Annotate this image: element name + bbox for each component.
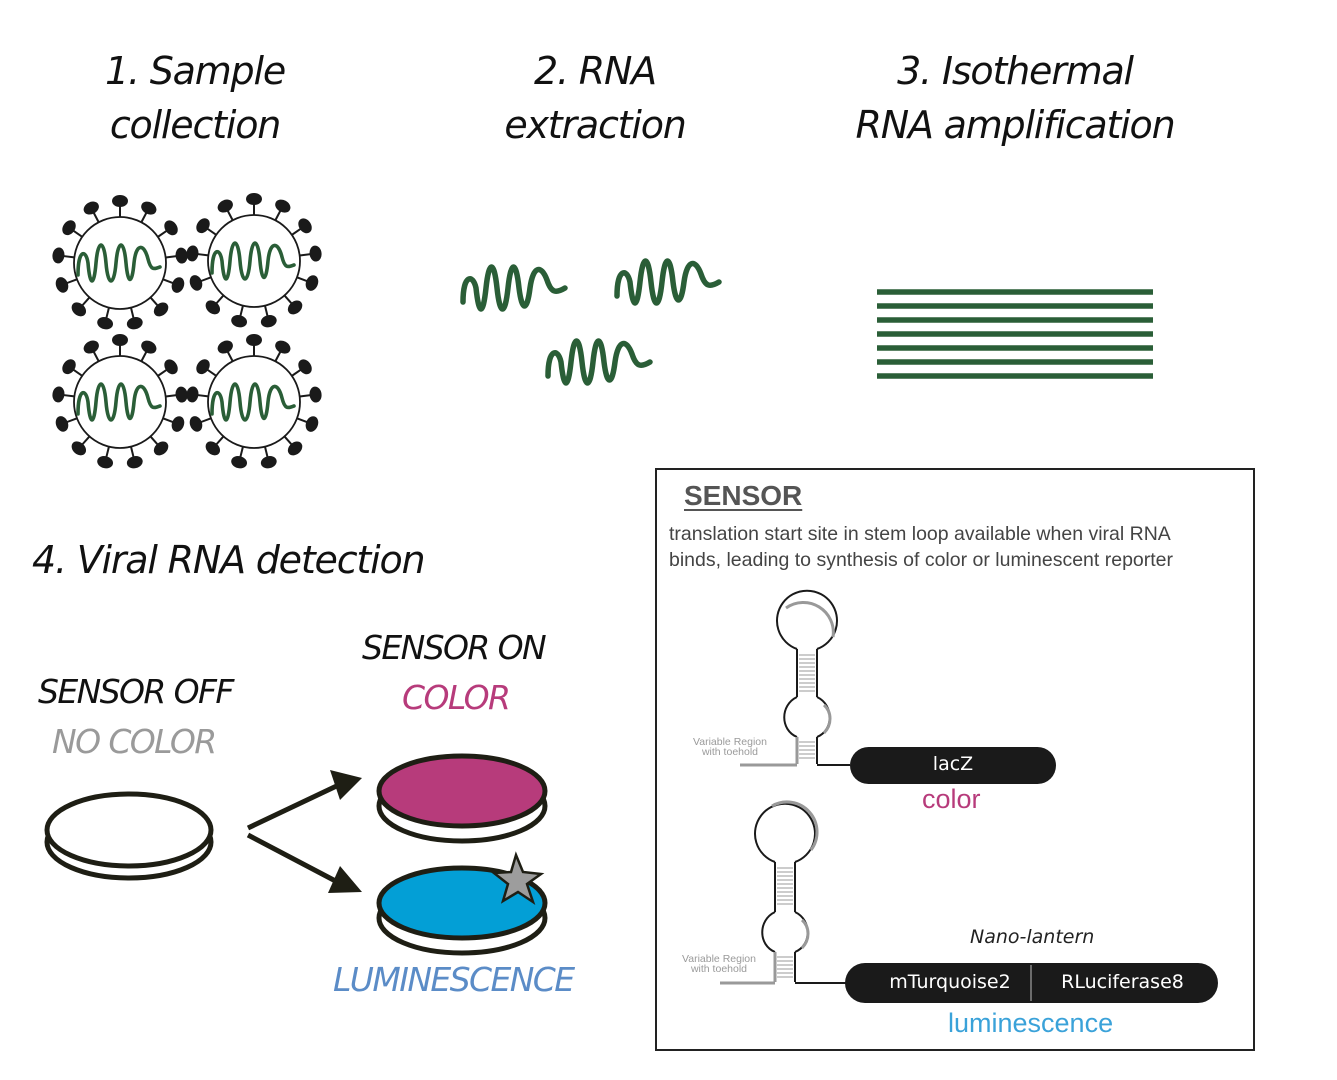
sensor-off-label: SENSOR OFF <box>38 672 234 711</box>
rna-strand <box>617 261 719 303</box>
variable-region-line2: with toehold <box>690 963 748 975</box>
variable-region-line2: with toehold <box>701 746 759 758</box>
rluciferase8-label: RLuciferase8 <box>1061 971 1184 993</box>
lacz-label: lacZ <box>932 753 974 775</box>
mturquoise2-label: mTurquoise2 <box>889 971 1011 993</box>
sensor-on-label: SENSOR ON <box>362 628 547 667</box>
amplified-rna-lines-icon <box>877 289 1153 379</box>
rna-strand <box>548 341 650 383</box>
color-label: COLOR <box>402 678 511 717</box>
step-1-title-line1: 1. Sample <box>104 49 286 93</box>
step-2-title-line2: extraction <box>504 103 687 147</box>
step-3-title: 3. Isothermal RNA amplification <box>830 44 1200 152</box>
petri-dish-off-icon <box>44 791 214 881</box>
sensor-description-line2: binds, leading to synthesis of color or … <box>669 549 1174 571</box>
variable-region-line1: Variable Region <box>682 953 756 965</box>
lacz-reporter-pill <box>850 747 1056 784</box>
virus-particle <box>187 335 322 469</box>
virus-particle <box>53 335 188 469</box>
step-4-title: 4. Viral RNA detection <box>32 538 426 582</box>
step-2-title-line1: 2. RNA <box>534 49 657 93</box>
step-3-title-line2: RNA amplification <box>855 103 1176 147</box>
petri-dish-color-icon <box>376 753 548 844</box>
stem-loop-color-icon <box>740 589 850 767</box>
variable-region-label-1: Variable Region with toehold <box>688 736 772 758</box>
rna-strands-icon <box>463 261 719 383</box>
sensor-panel-title: SENSOR <box>684 480 803 511</box>
virus-particles-icon <box>53 194 322 469</box>
nano-lantern-label: Nano-lantern <box>970 926 1095 948</box>
step-1-title-line2: collection <box>109 103 282 147</box>
stem-loop-luminescence-icon <box>720 800 848 985</box>
variable-region-line1: Variable Region <box>693 736 767 748</box>
step-3-title-line1: 3. Isothermal <box>897 49 1134 93</box>
virus-particle <box>53 196 188 330</box>
step-2-title: 2. RNA extraction <box>460 44 730 152</box>
sensor-description-line1: translation start site in stem loop avai… <box>669 523 1171 545</box>
arrow-to-luminescence-icon <box>246 832 362 893</box>
step-1-title: 1. Sample collection <box>60 44 330 152</box>
rna-strand <box>463 267 565 309</box>
no-color-label: NO COLOR <box>52 722 217 761</box>
luminescence-star-icon <box>490 851 545 906</box>
luminescence-label: LUMINESCENCE <box>333 960 575 999</box>
virus-particle <box>187 194 322 328</box>
sensor-panel <box>655 468 1255 1051</box>
color-output-label: color <box>922 784 981 814</box>
arrow-to-color-icon <box>246 770 362 831</box>
luminescence-output-label: luminescence <box>948 1008 1114 1038</box>
variable-region-label-2: Variable Region with toehold <box>676 953 762 975</box>
